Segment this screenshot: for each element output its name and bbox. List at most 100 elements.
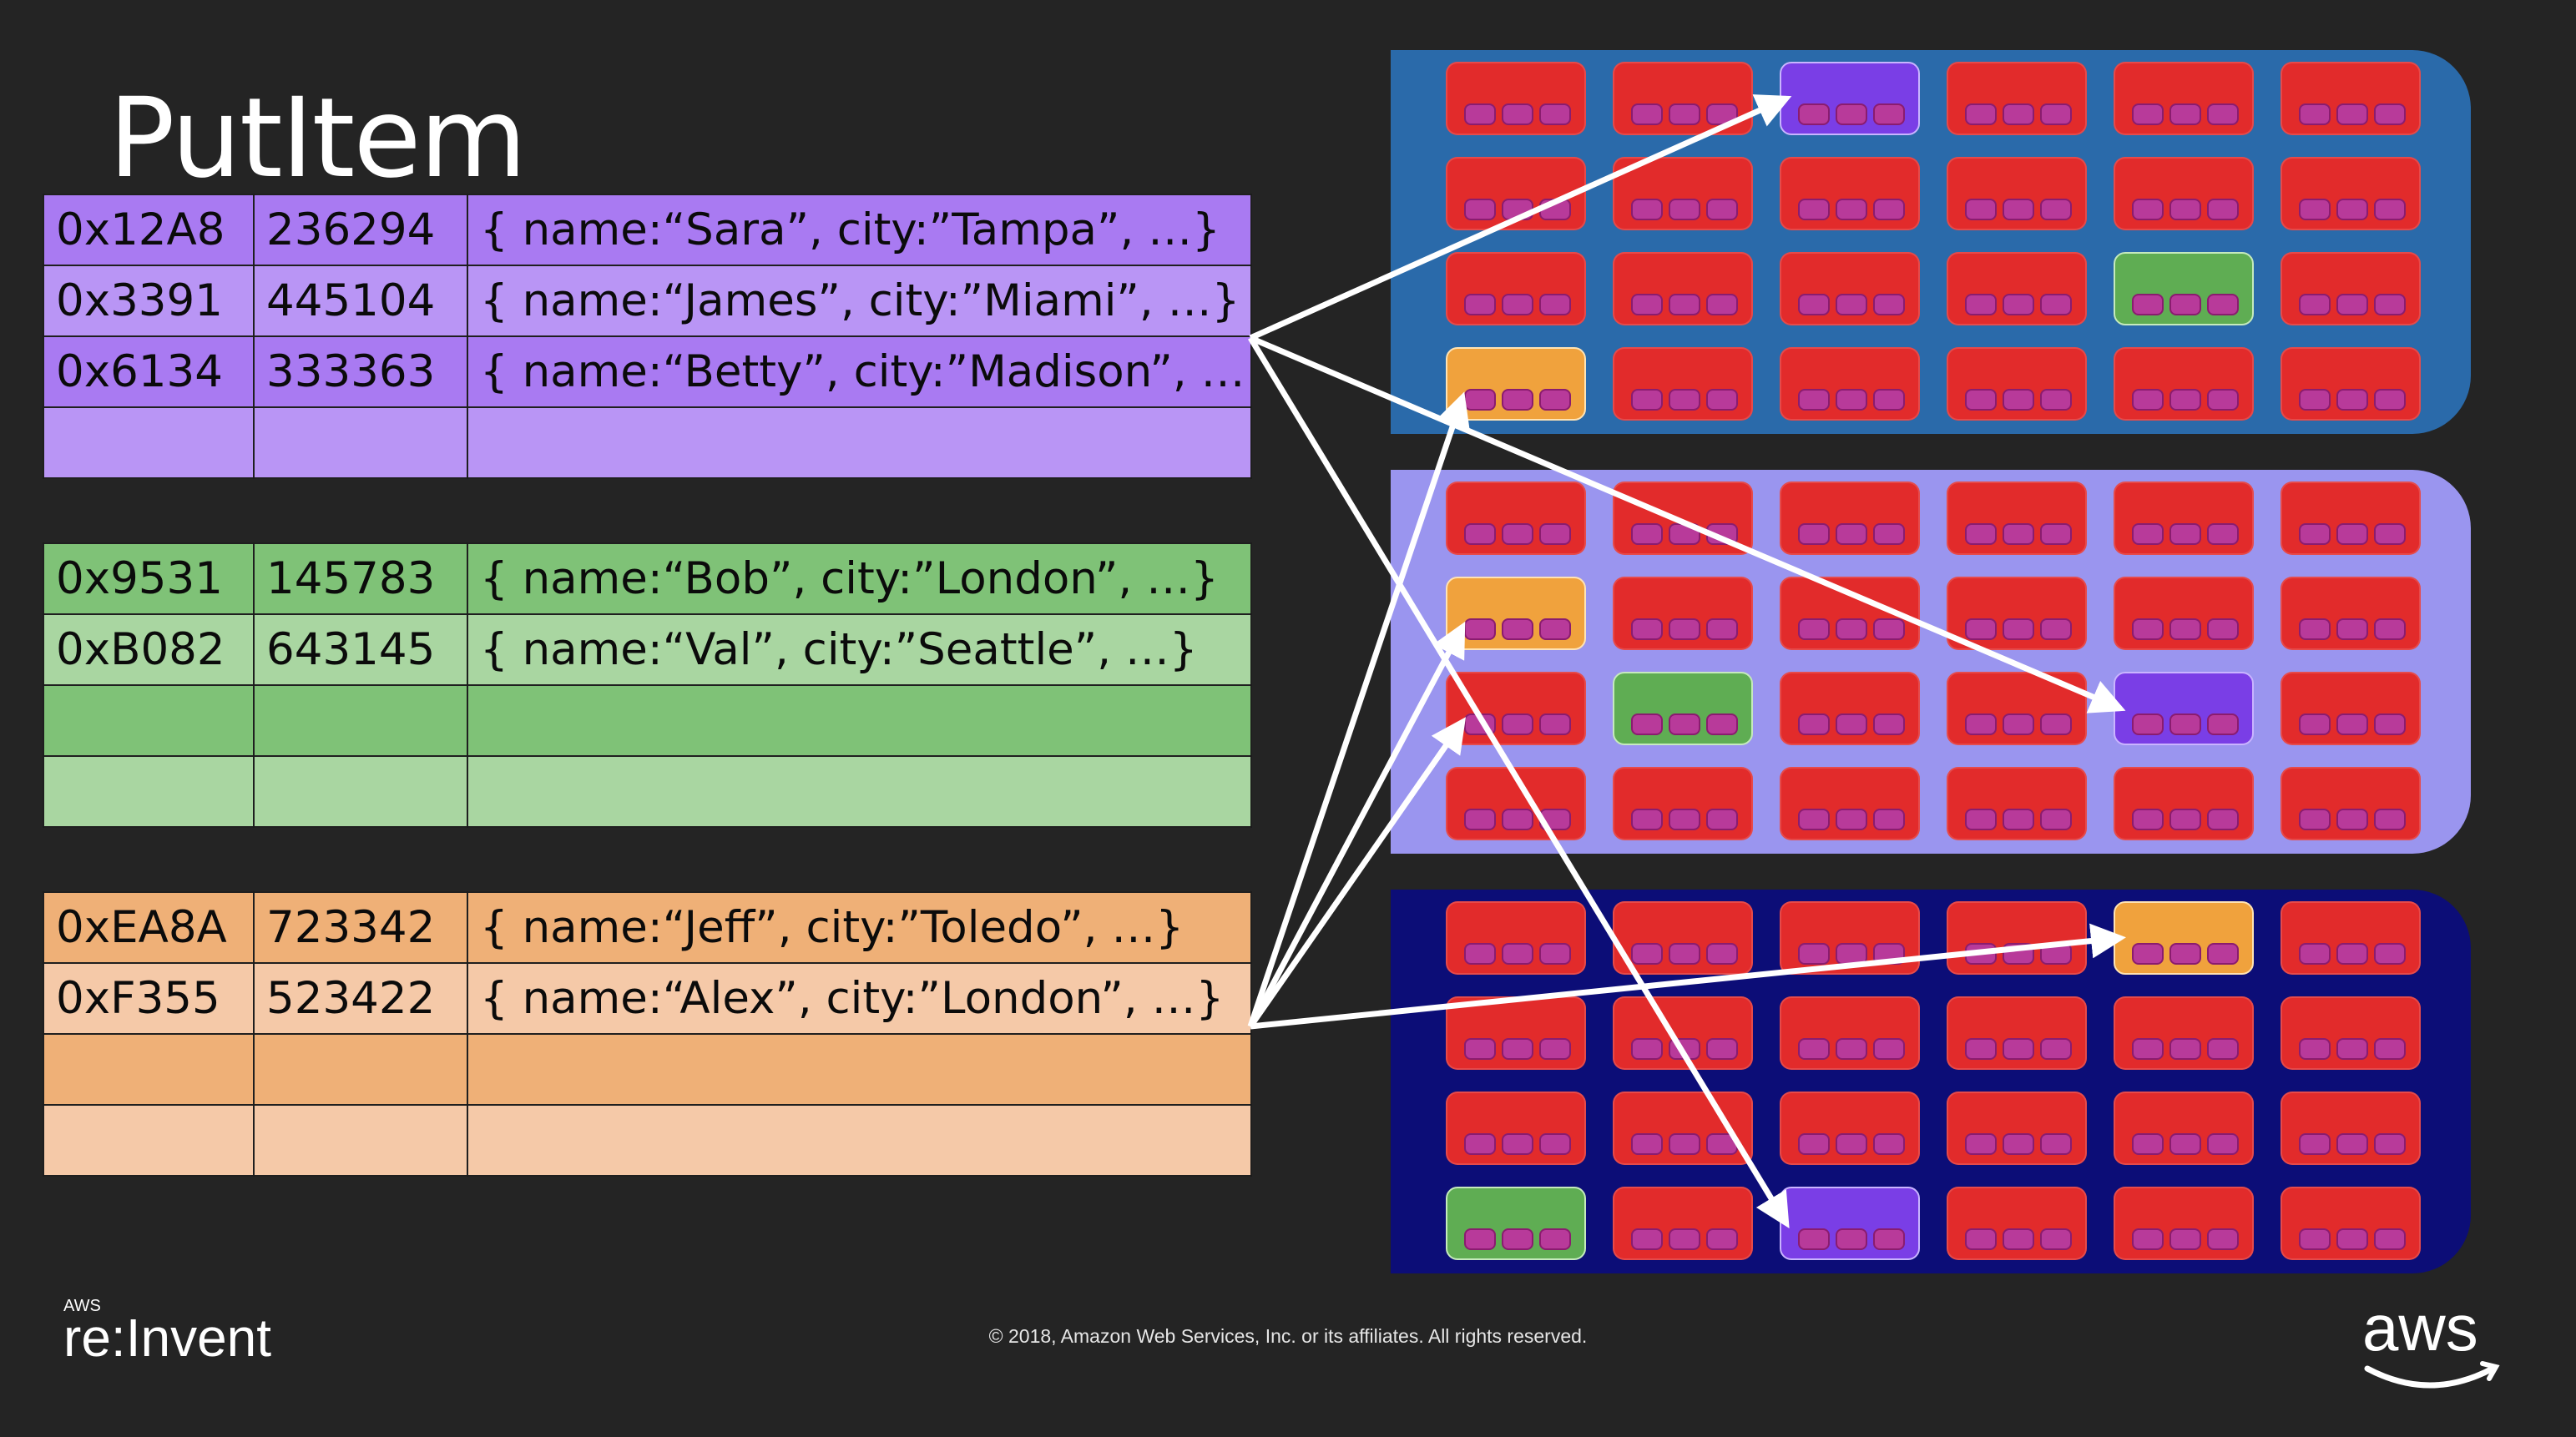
disk-icon <box>1706 294 1738 315</box>
disk-icon <box>2374 1228 2406 1250</box>
disk-icon <box>1539 943 1571 965</box>
storage-node-red <box>1446 672 1586 745</box>
disk-group <box>1798 523 1905 545</box>
disk-icon <box>1706 1133 1738 1155</box>
disk-group <box>1798 809 1905 830</box>
disk-icon <box>1464 809 1496 830</box>
disk-icon <box>1464 103 1496 125</box>
disk-icon <box>2336 943 2368 965</box>
disk-icon <box>2169 199 2201 220</box>
disk-icon <box>1631 1228 1663 1250</box>
disk-icon <box>1836 294 1867 315</box>
disk-icon <box>2040 618 2072 640</box>
storage-cluster-2 <box>1391 470 2471 854</box>
hash-cell: 0x6134 <box>43 335 255 408</box>
storage-node-red <box>1613 1187 1753 1260</box>
disk-icon <box>1539 199 1571 220</box>
disk-icon <box>2132 618 2164 640</box>
disk-group <box>2299 294 2406 315</box>
disk-group <box>2132 713 2239 735</box>
disk-icon <box>1706 199 1738 220</box>
storage-node-red <box>2114 1092 2254 1165</box>
storage-node-red <box>1613 767 1753 840</box>
disk-icon <box>2336 618 2368 640</box>
disk-icon <box>1706 103 1738 125</box>
disk-icon <box>1539 713 1571 735</box>
disk-icon <box>2336 809 2368 830</box>
disk-icon <box>1464 294 1496 315</box>
disk-icon <box>1798 199 1830 220</box>
disk-icon <box>2132 199 2164 220</box>
storage-node-red <box>1446 482 1586 555</box>
disk-icon <box>1706 618 1738 640</box>
disk-icon <box>2207 294 2239 315</box>
storage-node-red <box>1446 1092 1586 1165</box>
disk-group <box>1464 713 1571 735</box>
disk-group <box>1631 199 1738 220</box>
table-row: 0x6134 333363 { name:“Betty”, city:”Madi… <box>43 335 1252 408</box>
disk-group <box>2132 523 2239 545</box>
storage-node-green <box>1446 1187 1586 1260</box>
disk-icon <box>1502 389 1533 411</box>
disk-icon <box>1669 943 1700 965</box>
disk-icon <box>1631 389 1663 411</box>
disk-icon <box>2169 943 2201 965</box>
storage-node-red <box>1613 482 1753 555</box>
disk-icon <box>1836 1133 1867 1155</box>
disk-icon <box>2169 294 2201 315</box>
item-cell: { name:“James”, city:”Miami”, …} <box>467 265 1252 337</box>
storage-node-red <box>2114 577 2254 650</box>
disk-group <box>1965 103 2072 125</box>
storage-node-red <box>1446 62 1586 135</box>
disk-icon <box>1706 943 1738 965</box>
disk-icon <box>2040 523 2072 545</box>
disk-icon <box>2207 618 2239 640</box>
storage-node-red <box>2114 157 2254 230</box>
disk-icon <box>1836 618 1867 640</box>
disk-icon <box>1965 809 1997 830</box>
storage-node-orange <box>1446 577 1586 650</box>
storage-node-red <box>2114 62 2254 135</box>
disk-icon <box>2132 1038 2164 1060</box>
disk-icon <box>1706 389 1738 411</box>
disk-icon <box>1502 1133 1533 1155</box>
disk-group <box>1965 943 2072 965</box>
disk-icon <box>1631 523 1663 545</box>
disk-icon <box>1539 809 1571 830</box>
disk-icon <box>2003 523 2034 545</box>
disk-icon <box>1502 1228 1533 1250</box>
disk-icon <box>1631 103 1663 125</box>
storage-node-red <box>1947 482 2087 555</box>
item-cell: { name:“Bob”, city:”London”, …} <box>467 542 1252 615</box>
disk-icon <box>2003 294 2034 315</box>
disk-group <box>1631 389 1738 411</box>
disk-icon <box>2003 809 2034 830</box>
key-cell: 236294 <box>253 194 468 266</box>
disk-group <box>1464 809 1571 830</box>
disk-icon <box>1873 294 1905 315</box>
item-cell <box>467 755 1252 828</box>
disk-icon <box>1965 523 1997 545</box>
disk-icon <box>1965 1038 1997 1060</box>
table-row: 0x12A8 236294 { name:“Sara”, city:”Tampa… <box>43 194 1252 266</box>
disk-icon <box>2207 713 2239 735</box>
disk-icon <box>1965 199 1997 220</box>
disk-icon <box>2132 1228 2164 1250</box>
storage-node-red <box>1780 577 1920 650</box>
table-row: 0xB082 643145 { name:“Val”, city:”Seattl… <box>43 613 1252 686</box>
disk-icon <box>1873 1228 1905 1250</box>
disk-icon <box>2336 1133 2368 1155</box>
disk-group <box>2132 809 2239 830</box>
disk-icon <box>1798 389 1830 411</box>
disk-icon <box>2299 943 2331 965</box>
disk-group <box>2132 618 2239 640</box>
disk-icon <box>1464 618 1496 640</box>
storage-node-red <box>1780 482 1920 555</box>
disk-icon <box>1502 103 1533 125</box>
storage-node-red <box>1446 767 1586 840</box>
disk-icon <box>1631 294 1663 315</box>
disk-icon <box>2336 103 2368 125</box>
disk-icon <box>2299 103 2331 125</box>
disk-icon <box>2299 1228 2331 1250</box>
hash-cell <box>43 1033 255 1106</box>
